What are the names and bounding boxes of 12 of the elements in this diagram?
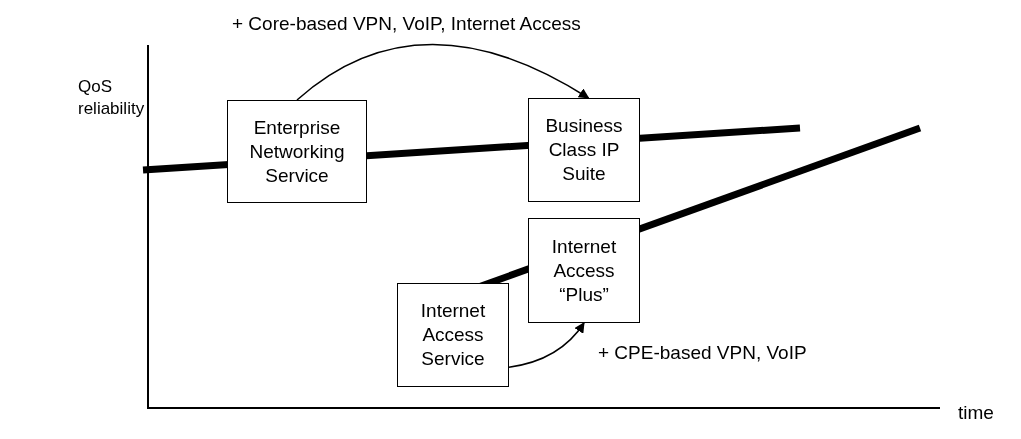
curved-arrow <box>296 43 590 101</box>
axis-label: time <box>958 401 994 425</box>
box-text: Business Class IP Suite <box>544 114 624 186</box>
curved-arrow <box>508 322 585 368</box>
process-box <box>397 283 509 387</box>
process-box <box>227 100 367 203</box>
box-text: Internet Access “Plus” <box>550 234 618 307</box>
process-box <box>528 218 640 323</box>
axis-label: QoS reliability <box>78 76 144 120</box>
process-box <box>528 98 640 202</box>
box-text: Enterprise Networking Service <box>248 115 346 188</box>
box-text: Internet Access Service <box>419 299 487 371</box>
